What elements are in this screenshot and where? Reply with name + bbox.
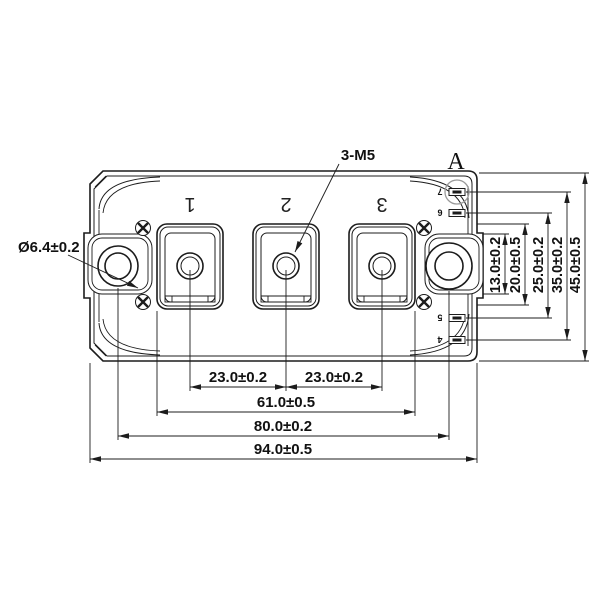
pin-7: 7 <box>437 187 466 197</box>
terminal-1: 1 <box>156 193 224 310</box>
left-mounting-boss <box>97 245 139 287</box>
pin-5: 5 <box>437 313 466 323</box>
dim-terminal-block-width: 61.0±0.5 <box>257 394 315 411</box>
terminal-1-number: 1 <box>184 193 195 215</box>
hole-diameter-callout: Ø6.4±0.2 <box>18 239 139 289</box>
thread-label: 3-M5 <box>341 147 375 164</box>
hole-diameter-label: Ø6.4±0.2 <box>18 239 80 256</box>
right-mounting-flange <box>424 233 484 295</box>
auxiliary-pins: 7 6 5 4 <box>437 187 571 345</box>
right-dimensions: 13.0±0.2 20.0±0.5 25.0±0.2 35.0±0.2 45.0… <box>477 172 589 362</box>
left-flange-pad-inner <box>91 237 149 291</box>
dim-flange-pad-height: 13.0±0.2 <box>488 237 504 293</box>
screw-bottom-left <box>135 294 151 310</box>
detail-a-label: A <box>447 149 465 175</box>
terminal-3-number: 3 <box>376 193 387 215</box>
dim-mounting-hole-pitch: 80.0±0.2 <box>254 418 312 435</box>
dim-overall-height: 45.0±0.5 <box>568 237 584 293</box>
pin-6-number: 6 <box>437 208 442 218</box>
pin-6: 6 <box>437 208 466 218</box>
dim-pin-span-inner: 25.0±0.2 <box>531 237 547 293</box>
screw-bottom-right <box>416 294 432 310</box>
chamfer-inner-bottom-left <box>94 344 107 357</box>
left-mounting-flange <box>87 233 153 295</box>
case-screws <box>135 220 432 310</box>
dim-terminal-pitch-left: 23.0±0.2 <box>209 369 267 386</box>
case-inner-outline <box>93 175 473 357</box>
dim-flange-height: 20.0±0.5 <box>508 237 524 293</box>
pin-4: 4 <box>437 335 466 345</box>
pin-5-number: 5 <box>437 313 442 323</box>
dim-pin-span-outer: 35.0±0.2 <box>550 237 566 293</box>
right-mounting-hole <box>434 251 464 281</box>
terminal-2-number: 2 <box>280 193 291 215</box>
right-mounting-boss <box>425 242 473 290</box>
thread-callout: 3-M5 <box>294 147 375 253</box>
chamfer-inner-top-left <box>94 175 107 188</box>
detail-a-circle <box>444 179 470 205</box>
detail-a: A <box>444 149 470 205</box>
pin-7-number: 7 <box>437 187 442 197</box>
dim-overall-width: 94.0±0.5 <box>254 441 312 458</box>
terminal-2: 2 <box>252 193 320 310</box>
screw-top-left <box>135 220 151 236</box>
pin-4-number: 4 <box>437 335 442 345</box>
screw-top-right <box>416 220 432 236</box>
bottom-dimensions: 23.0±0.2 23.0±0.2 61.0±0.5 80.0±0.2 94.0… <box>89 270 478 463</box>
dim-terminal-pitch-right: 23.0±0.2 <box>305 369 363 386</box>
